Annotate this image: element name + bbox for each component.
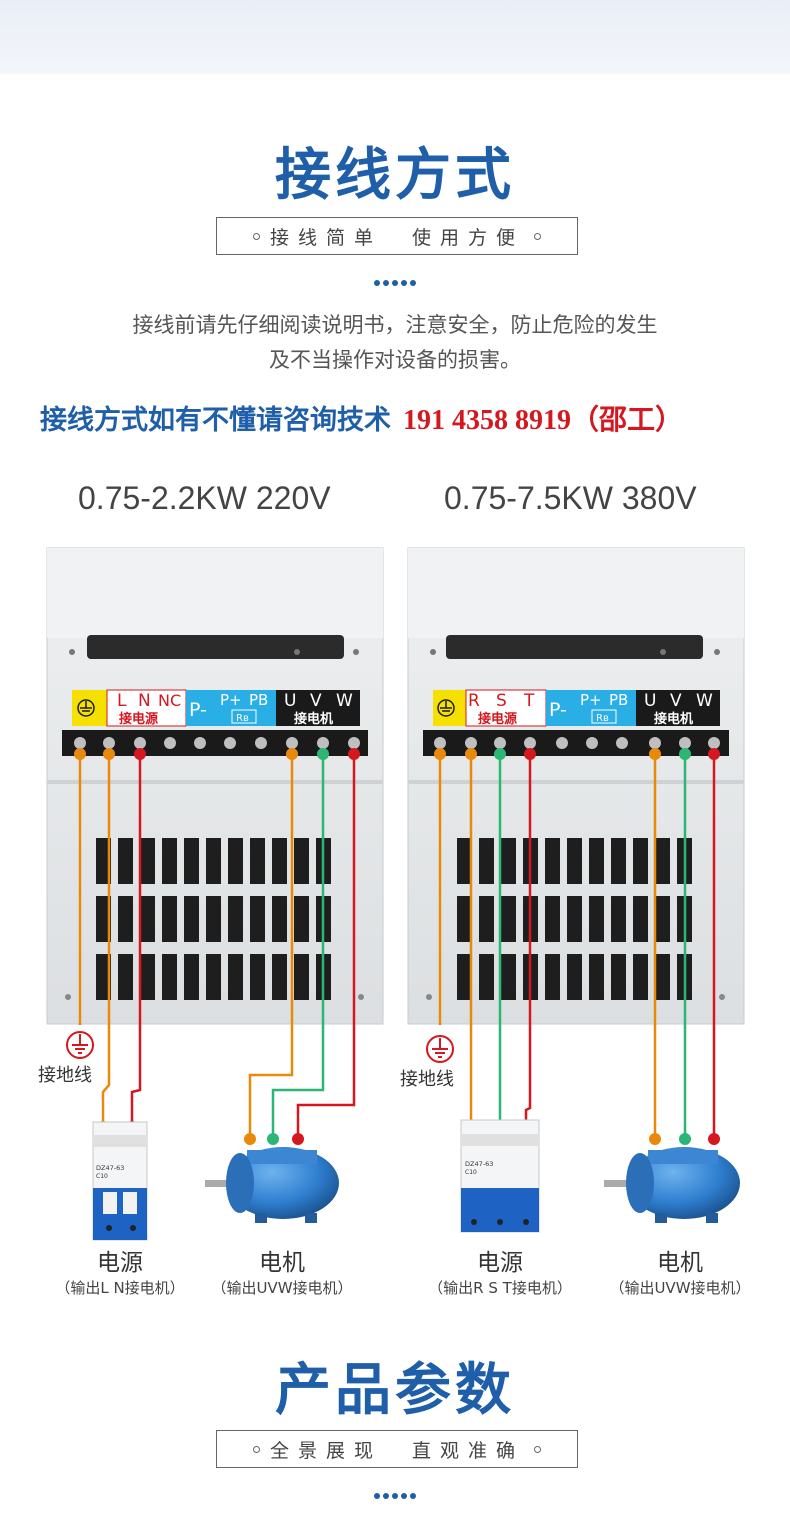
left-brake-terminal-1: P- <box>189 699 207 721</box>
right-breaker: DZ47-63 C10 <box>460 1119 540 1233</box>
left-motor-caption: 电机 <box>259 1250 305 1276</box>
right-motor-caption: 电机 <box>657 1250 703 1276</box>
left-motor-icon <box>205 1147 339 1223</box>
left-motor-terminal-1: U <box>284 691 296 711</box>
section-title-params: 产品参数 <box>275 1358 515 1423</box>
left-vent-grille <box>96 838 331 1000</box>
left-power-terminal-1: L <box>117 691 127 711</box>
right-brake-terminal-2: P+ <box>580 691 602 709</box>
right-vent-grille <box>457 838 692 1000</box>
left-power-caption: 电源 <box>97 1250 143 1276</box>
left-wires <box>78 752 356 1137</box>
left-motor-sub: （输出UVW接电机） <box>211 1279 353 1297</box>
right-breaker-model: DZ47-63 <box>465 1160 493 1168</box>
section-subtitle-box-wiring: 接线简单 使用方便 <box>216 217 578 255</box>
left-power-terminal-3: NC <box>158 691 181 710</box>
left-brake-terminal-3: PB <box>249 691 268 709</box>
left-power-sub: （输出L N接电机） <box>55 1279 185 1297</box>
right-motor-sub: （输出UVW接电机） <box>609 1279 751 1297</box>
consult-text: 接线方式如有不懂请咨询技术 <box>40 405 391 436</box>
right-motor-terminal-3: W <box>696 691 713 711</box>
left-brake-resistor: Rв <box>236 713 249 724</box>
left-brake-terminal-2: P+ <box>220 691 242 709</box>
right-power-caption: 电源 <box>477 1250 523 1276</box>
right-unit-spec: 0.75-7.5KW 380V <box>444 480 697 516</box>
right-breaker-rating: C10 <box>465 1169 477 1176</box>
left-motor-terminal-2: V <box>310 691 322 711</box>
left-inverter: L N NC 接电源 P- P+ PB Rв U V W 接电机 <box>46 547 384 1025</box>
right-ground-label: 接地线 <box>400 1069 454 1090</box>
right-brake-terminal-3: PB <box>609 691 628 709</box>
circle-bullet-icon <box>252 1445 260 1453</box>
section-subtitle-wiring: 接线简单 使用方便 <box>269 226 525 249</box>
right-brake-resistor: Rв <box>596 713 609 724</box>
left-motor-label: 接电机 <box>294 711 333 727</box>
consult-phone[interactable]: 191 4358 8919（邵工） <box>403 405 684 436</box>
intro-line-2: 及不当操作对设备的损害。 <box>269 348 521 372</box>
ground-symbol-icon <box>437 699 455 717</box>
right-motor-terminal-1: U <box>644 691 656 711</box>
section-title-wiring: 接线方式 <box>275 143 515 208</box>
wiring-diagram: L N NC 接电源 P- P+ PB Rв U V W 接电机 <box>38 547 745 1241</box>
dot-divider <box>0 1493 790 1499</box>
right-motor-icon <box>604 1147 740 1223</box>
right-motor-terminal-2: V <box>670 691 682 711</box>
top-banner <box>0 0 790 74</box>
right-brake-terminal-1: P- <box>549 699 567 721</box>
left-breaker: DZ47-63 C10 <box>92 1121 148 1241</box>
right-power-terminal-1: R <box>468 691 480 711</box>
right-ground-icon <box>426 1035 454 1063</box>
intro-line-1: 接线前请先仔细阅读说明书，注意安全，防止危险的发生 <box>132 313 658 337</box>
right-inverter: R S T 接电源 P- P+ PB Rв U V W 接电机 <box>407 547 745 1025</box>
right-motor-label: 接电机 <box>654 711 693 727</box>
left-motor-terminal-3: W <box>336 691 353 711</box>
consult-line: 接线方式如有不懂请咨询技术 191 4358 8919（邵工） <box>40 398 683 438</box>
left-breaker-rating: C10 <box>96 1173 108 1180</box>
left-ground-icon <box>66 1031 94 1059</box>
right-power-terminal-2: S <box>496 691 507 711</box>
left-breaker-model: DZ47-63 <box>96 1164 124 1172</box>
ground-symbol-icon <box>77 699 95 717</box>
section-subtitle-box-params: 全景展现 直观准确 <box>216 1430 578 1468</box>
left-ground-label: 接地线 <box>38 1065 92 1086</box>
right-power-label: 接电源 <box>478 711 517 727</box>
left-power-terminal-2: N <box>138 691 151 711</box>
left-unit-spec: 0.75-2.2KW 220V <box>78 480 331 516</box>
circle-bullet-icon <box>534 232 542 240</box>
left-power-label: 接电源 <box>119 711 158 727</box>
dot-divider <box>0 280 790 286</box>
right-wires <box>438 752 716 1137</box>
right-power-terminal-3: T <box>523 691 535 711</box>
circle-bullet-icon <box>534 1445 542 1453</box>
section-subtitle-params: 全景展现 直观准确 <box>269 1439 525 1462</box>
right-power-sub: （输出R S T接电机） <box>428 1279 572 1297</box>
circle-bullet-icon <box>252 232 260 240</box>
